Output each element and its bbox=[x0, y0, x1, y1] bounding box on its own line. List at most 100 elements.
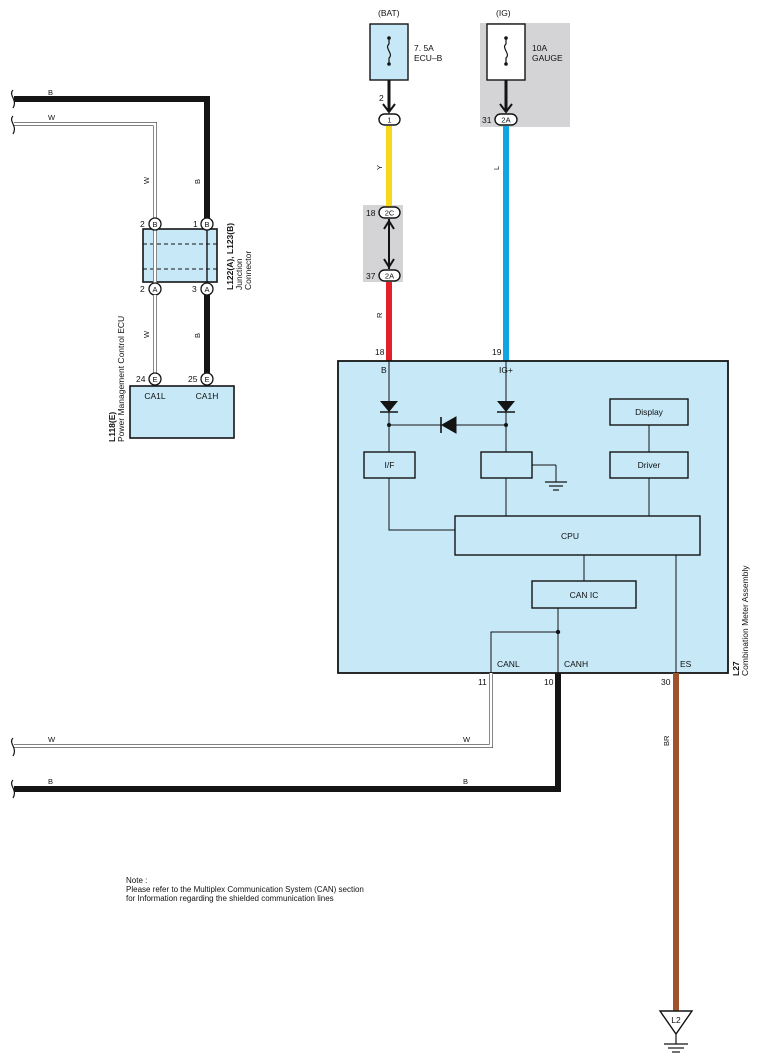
canl-internal bbox=[490, 631, 558, 673]
ground-label: L2 bbox=[671, 1015, 681, 1025]
meter-term-es: ES bbox=[680, 659, 692, 669]
diode-ig bbox=[497, 401, 515, 412]
wire-white-bottom-core bbox=[14, 673, 493, 748]
junction-pin-top-right-conn: B bbox=[204, 220, 209, 229]
wire-label-b-vertical: B bbox=[193, 179, 202, 184]
junction-pin-top-right bbox=[200, 217, 214, 231]
junction-pin-top-left bbox=[148, 217, 162, 231]
ig-connector-label: 2A bbox=[501, 116, 510, 125]
ig-connector-oval bbox=[494, 113, 518, 126]
pm-ecu-pin-right-conn: E bbox=[204, 375, 209, 384]
wire-label-y: Y bbox=[375, 165, 384, 170]
cpu-block-label: CPU bbox=[561, 531, 579, 541]
wire-white-upper bbox=[14, 122, 157, 218]
junction-pin-bottom-left-conn: A bbox=[152, 285, 157, 294]
wire-label-b-upper: B bbox=[48, 88, 53, 97]
diode-cross bbox=[440, 416, 457, 434]
wire-label-w-vertical: W bbox=[142, 176, 151, 184]
junction-label-1: Junction bbox=[234, 258, 244, 290]
wire-label-b-lower: B bbox=[193, 333, 202, 338]
ig-fuse-arrow bbox=[499, 103, 513, 114]
meter-pin-canl: 11 bbox=[478, 677, 487, 687]
diode-b bbox=[380, 401, 398, 412]
junction-pin-bottom-left-num: 2 bbox=[140, 284, 145, 294]
wire-white-bottom bbox=[14, 673, 493, 748]
cpu-block bbox=[454, 515, 701, 556]
wire-break-mark-lower bbox=[10, 737, 16, 799]
bat-connector-oval bbox=[378, 113, 401, 126]
inline-conn-arrow-down bbox=[383, 258, 395, 269]
bat-fuse-name: ECU–B bbox=[414, 53, 443, 63]
junction-pin-bottom-right-num: 3 bbox=[192, 284, 197, 294]
inline-conn-arrow-up bbox=[383, 219, 395, 230]
pm-ecu-box bbox=[129, 385, 235, 439]
ig-fuse-pin: 31 bbox=[482, 115, 492, 125]
meter-pin-ig: 19 bbox=[492, 347, 502, 357]
ig-fuse-dot-top bbox=[504, 36, 508, 40]
pm-ecu-term-left: CA1L bbox=[144, 391, 166, 401]
meter-pin-canh: 10 bbox=[544, 677, 554, 687]
wire-label-b-bottom-right: B bbox=[463, 777, 468, 786]
inline-conn-lower-oval bbox=[378, 269, 401, 282]
driver-block-label: Driver bbox=[638, 460, 661, 470]
meter-id: L27 bbox=[731, 661, 741, 676]
regulator-block bbox=[480, 451, 533, 479]
bat-fuse-symbol bbox=[386, 38, 392, 64]
display-block-label: Display bbox=[635, 407, 664, 417]
pm-ecu-pin-right-num: 25 bbox=[188, 374, 198, 384]
bat-fuse-dot-bottom bbox=[387, 62, 391, 66]
ig-fuse-rating: 10A bbox=[532, 43, 547, 53]
junction-pin-top-left-conn: B bbox=[152, 220, 157, 229]
meter-pin-es: 30 bbox=[661, 677, 671, 687]
wire-label-b-bottom-left: B bbox=[48, 777, 53, 786]
junction-dot-b bbox=[387, 423, 391, 427]
ig-fuse-symbol bbox=[503, 38, 509, 64]
display-block bbox=[609, 398, 689, 426]
junction-label-2: Connector bbox=[243, 251, 253, 290]
meter-pin-b: 18 bbox=[375, 347, 385, 357]
inline-conn-upper-pin: 18 bbox=[366, 208, 376, 218]
wire-label-br: BR bbox=[662, 735, 671, 746]
can-ic-block bbox=[531, 580, 637, 609]
junction-id: L122(A), L123(B) bbox=[225, 223, 235, 290]
pm-ecu-pin-left-conn: E bbox=[152, 375, 157, 384]
pm-ecu-pin-left-num: 24 bbox=[136, 374, 146, 384]
wire-label-r: R bbox=[375, 312, 384, 318]
wire-label-w-bottom-left: W bbox=[48, 735, 56, 744]
wire-label-w-bottom-right: W bbox=[463, 735, 471, 744]
junction-pin-bottom-right-conn: A bbox=[204, 285, 209, 294]
bat-fuse-arrow bbox=[382, 103, 396, 114]
ig-fuse-name: GAUGE bbox=[532, 53, 563, 63]
meter-term-b: B bbox=[381, 365, 387, 375]
if-block-label: I/F bbox=[385, 460, 395, 470]
inline-conn-lower-pin: 37 bbox=[366, 271, 376, 281]
pm-ecu-id: L118(E) bbox=[107, 412, 117, 442]
wire-white-upper-core bbox=[14, 122, 157, 218]
inline-conn-lower-label: 2A bbox=[385, 272, 394, 281]
wire-label-w-upper: W bbox=[48, 113, 56, 122]
bat-fuse-pin: 2 bbox=[379, 93, 384, 103]
wire-black-upper bbox=[14, 96, 210, 218]
pm-ecu-name: Power Management Control ECU bbox=[116, 316, 126, 442]
pm-ecu-pin-left bbox=[148, 372, 162, 386]
junction-pin-top-left-num: 2 bbox=[140, 219, 145, 229]
meter-name: Combination Meter Assembly bbox=[740, 565, 750, 676]
bat-fuse-rating: 7. 5A bbox=[414, 43, 434, 53]
bat-source-label: (BAT) bbox=[378, 8, 400, 18]
ig-fuse-dot-bottom bbox=[504, 62, 508, 66]
bat-connector-label: 1 bbox=[387, 116, 391, 125]
can-ic-label: CAN IC bbox=[570, 590, 599, 600]
ig-source-label: (IG) bbox=[496, 8, 511, 18]
if-cpu-link bbox=[388, 478, 455, 531]
pm-ecu-term-right: CA1H bbox=[196, 391, 219, 401]
wire-break-mark bbox=[10, 89, 16, 135]
inline-conn-upper-oval bbox=[378, 206, 401, 219]
wire-label-w-lower: W bbox=[142, 330, 151, 338]
ground-triangle bbox=[658, 1010, 694, 1036]
note-line-1: Please refer to the Multiplex Communicat… bbox=[126, 885, 364, 894]
wire-label-l: L bbox=[492, 166, 501, 170]
junction-pin-top-right-num: 1 bbox=[193, 219, 198, 229]
meter-term-canl: CANL bbox=[497, 659, 520, 669]
wire-black-bottom bbox=[14, 673, 561, 792]
